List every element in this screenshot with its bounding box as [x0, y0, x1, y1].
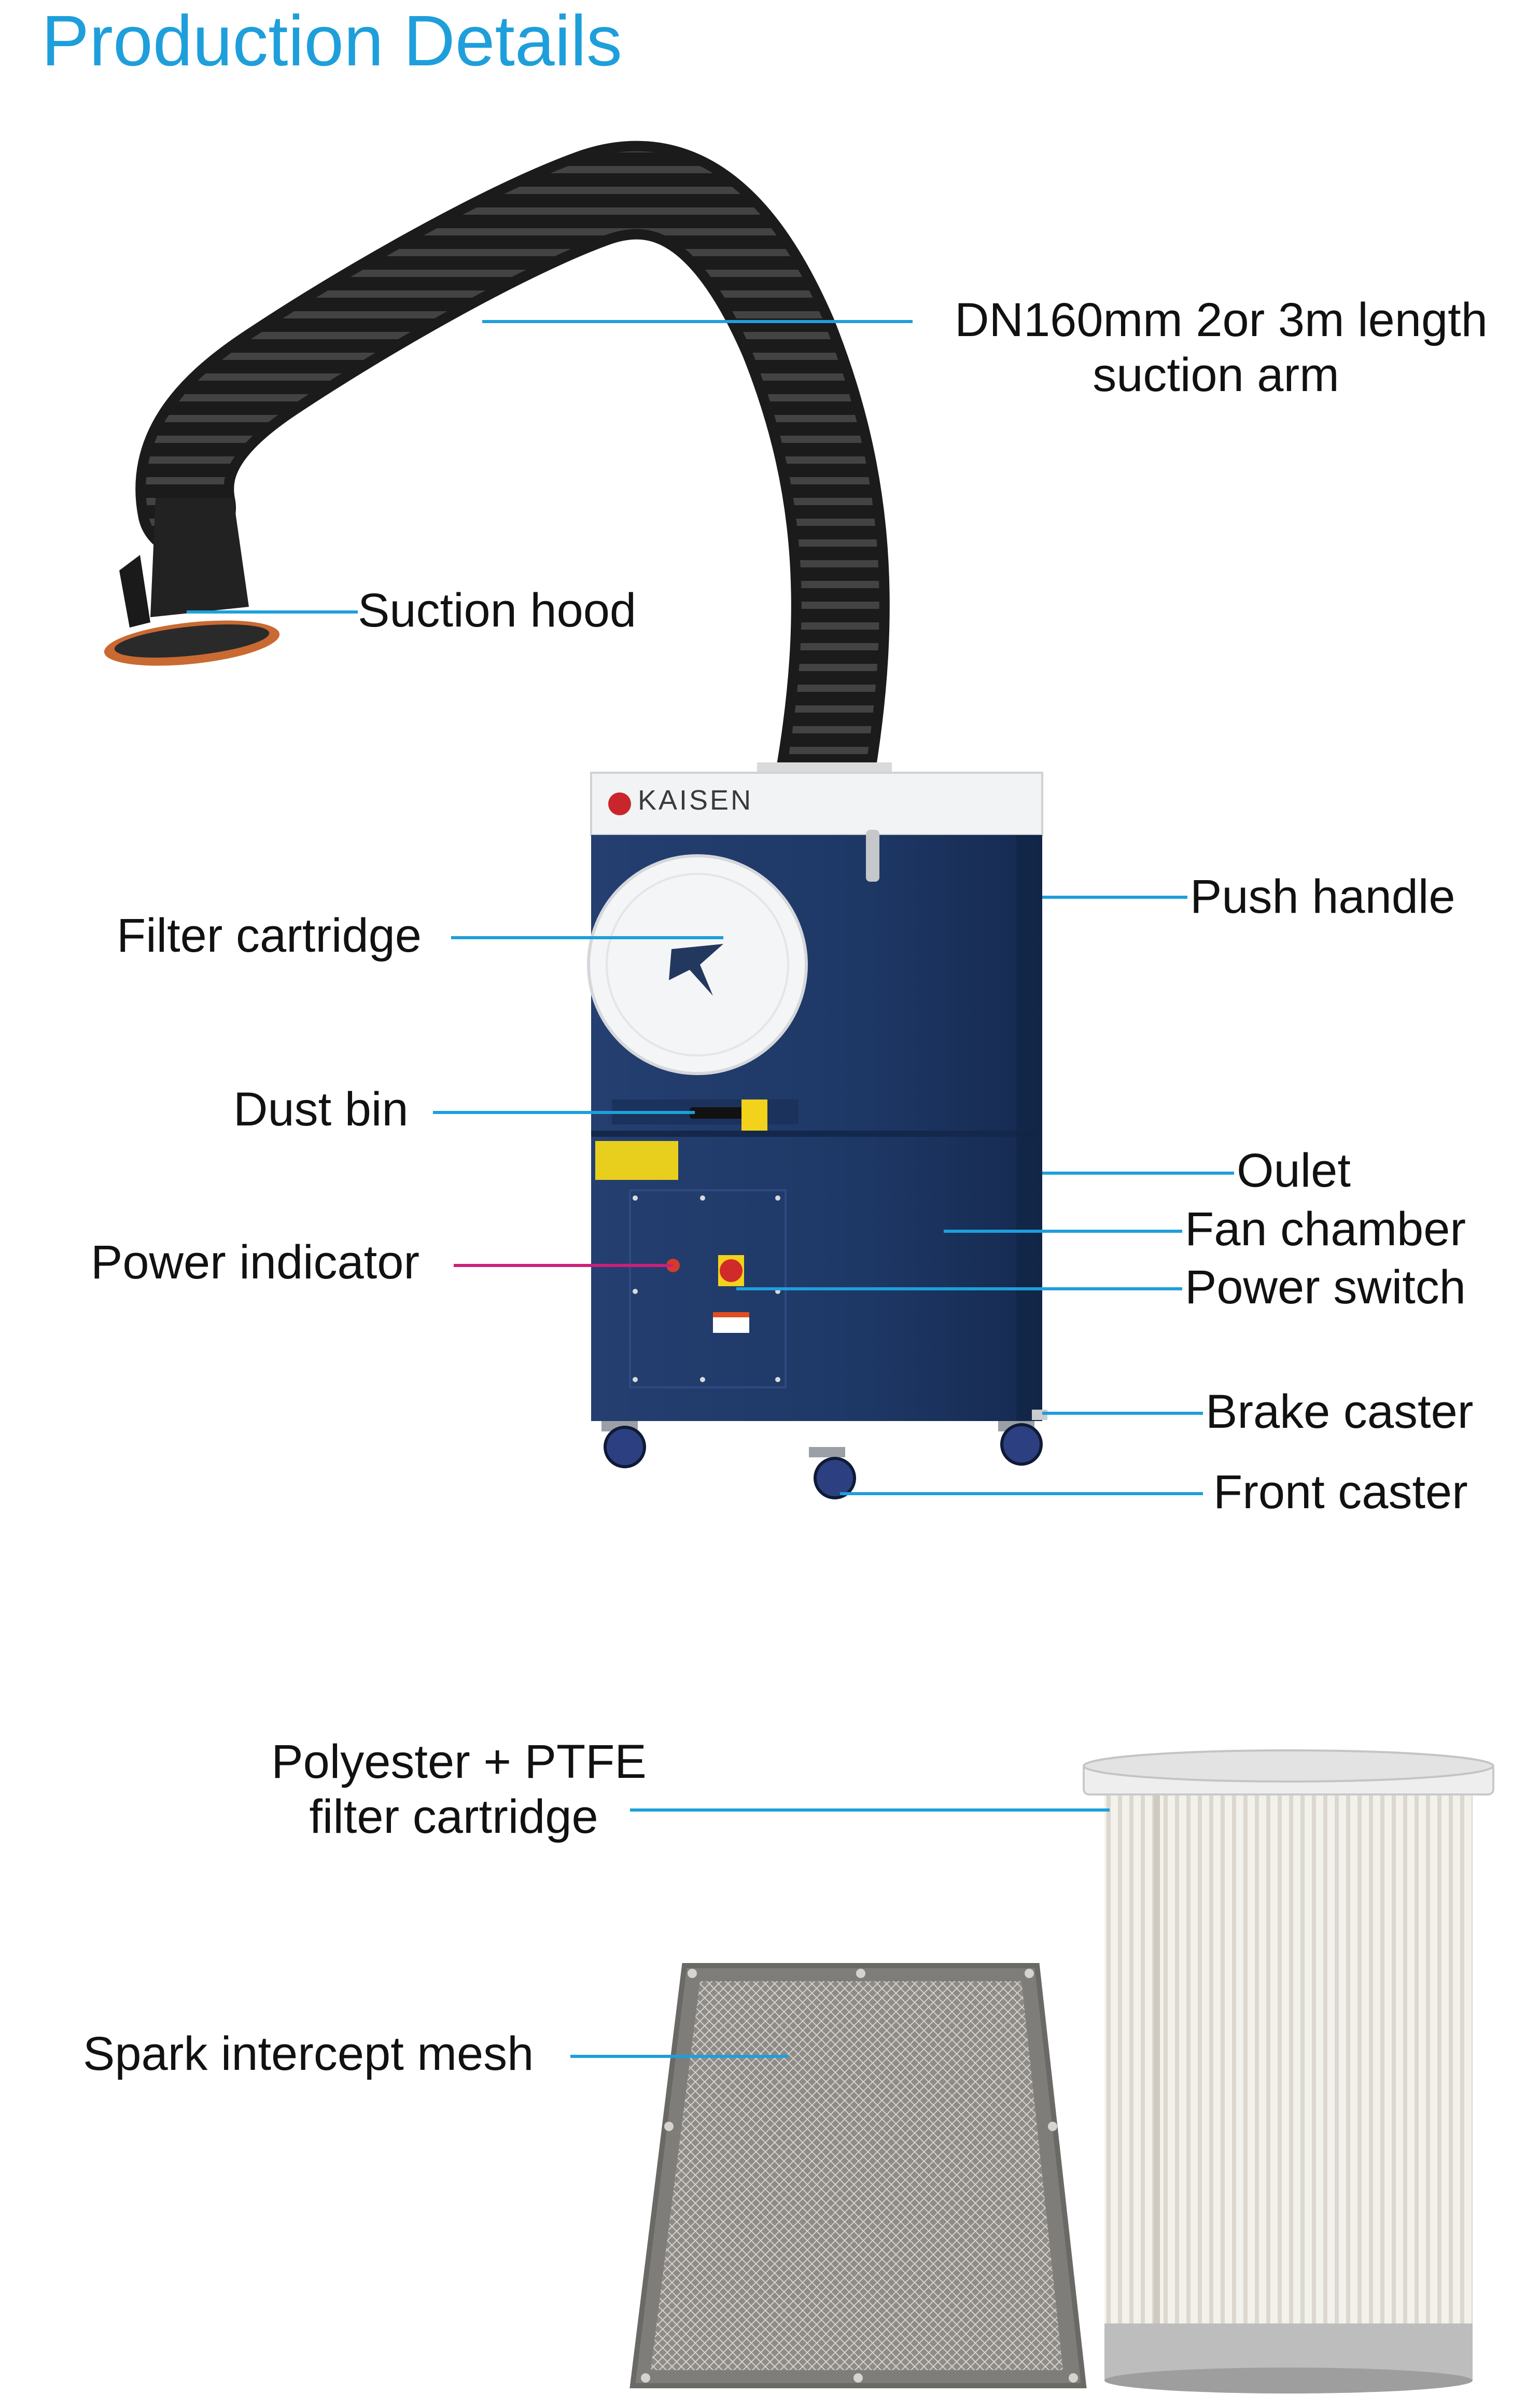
- page-title: Production Details: [41, 1, 622, 81]
- label-dust-bin: Dust bin: [233, 1083, 409, 1136]
- label-outlet: Oulet: [1237, 1144, 1351, 1197]
- label-spark-mesh: Spark intercept mesh: [83, 2027, 534, 2080]
- label-front-caster: Front caster: [1213, 1466, 1468, 1519]
- label-fan-chamber: Fan chamber: [1185, 1203, 1466, 1256]
- label-push-handle: Push handle: [1190, 870, 1455, 923]
- label-filter-cartridge: Filter cartridge: [117, 909, 422, 962]
- label-suction-arm: DN160mm 2or 3m length suction arm: [928, 293, 1514, 403]
- cartridge-illustration: [1083, 1749, 1494, 2393]
- casters: [601, 1410, 1047, 1499]
- label-suction-arm-line2: suction arm: [1093, 348, 1339, 401]
- label-polyester-cartridge-line1: Polyester + PTFE: [271, 1735, 647, 1788]
- label-suction-arm-line1: DN160mm 2or 3m length: [955, 294, 1488, 346]
- brand-logo: KAISEN: [638, 785, 753, 816]
- label-polyester-cartridge: Polyester + PTFE filter cartridge: [228, 1735, 690, 1845]
- leader-lines: [187, 320, 1234, 2058]
- label-polyester-cartridge-line2: filter cartridge: [309, 1790, 598, 1843]
- cabinet: [587, 762, 1043, 1421]
- spark-mesh: [629, 1963, 1087, 2388]
- suction-arm: [135, 141, 890, 827]
- label-brake-caster: Brake caster: [1206, 1385, 1474, 1438]
- label-power-indicator: Power indicator: [91, 1236, 420, 1289]
- label-suction-hood: Suction hood: [358, 584, 637, 637]
- suction-hood: [104, 498, 280, 666]
- label-power-switch: Power switch: [1185, 1261, 1466, 1314]
